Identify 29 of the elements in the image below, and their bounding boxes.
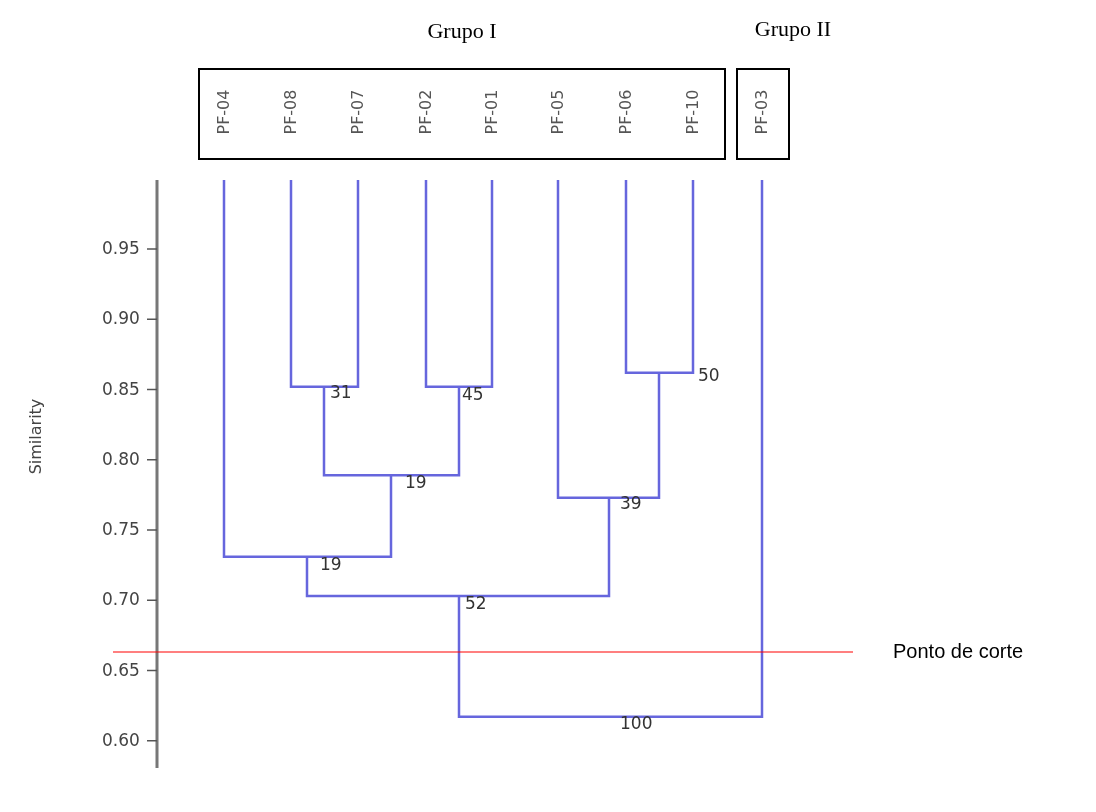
axis-title: Similarity: [25, 397, 45, 477]
bootstrap-value: 45: [462, 383, 484, 404]
leaf-label: PF-10: [682, 72, 704, 152]
leaf-label: PF-07: [347, 72, 369, 152]
bootstrap-value: 19: [320, 553, 342, 574]
leaf-label: PF-02: [415, 72, 437, 152]
cut-point-label: Ponto de corte: [893, 640, 1024, 663]
tick-label: 0.80: [102, 448, 140, 469]
bootstrap-value: 39: [620, 492, 642, 513]
group-title: Grupo II: [753, 16, 833, 42]
tick-label: 0.85: [102, 378, 140, 399]
bootstrap-value: 31: [330, 381, 352, 402]
tick-label: 0.90: [102, 308, 140, 329]
tick-label: 0.65: [102, 659, 140, 680]
bootstrap-value: 50: [698, 364, 720, 385]
tick-label: 0.60: [102, 729, 140, 750]
bootstrap-value: 52: [465, 593, 487, 614]
bootstrap-value: 19: [405, 472, 427, 493]
tick-label: 0.75: [102, 519, 140, 539]
tick-label: 0.95: [102, 238, 140, 258]
bootstrap-value: 100: [620, 712, 653, 733]
leaf-label: PF-05: [547, 72, 569, 152]
group-title: Grupo I: [426, 18, 498, 44]
leaf-label: PF-08: [280, 72, 302, 152]
leaf-label: PF-04: [213, 72, 235, 152]
leaf-label: PF-06: [615, 72, 637, 152]
leaf-label: PF-01: [481, 72, 503, 152]
leaf-label: PF-03: [751, 72, 773, 152]
tick-label: 0.70: [102, 589, 140, 610]
